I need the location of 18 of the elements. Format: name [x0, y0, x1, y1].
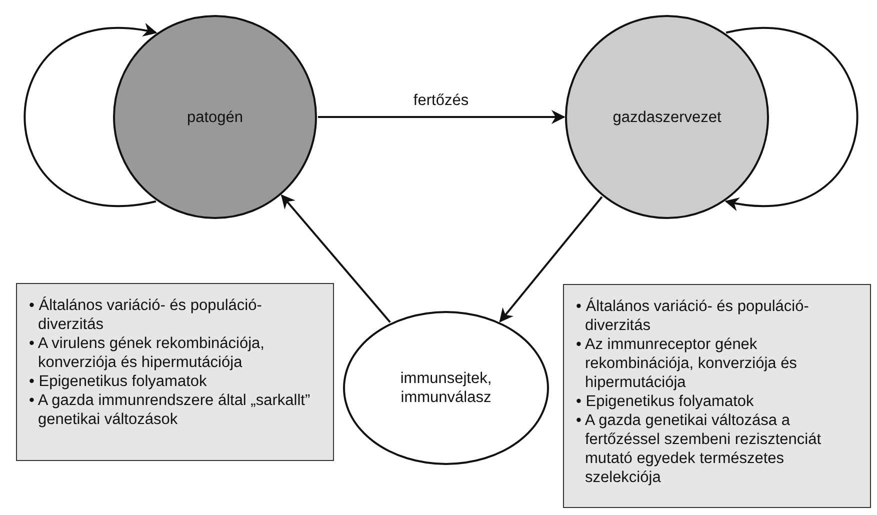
node-label: gazdaszervezet: [612, 108, 722, 126]
node-label: patogén: [186, 108, 244, 126]
node-label: immunsejtek, immunválasz: [399, 369, 493, 407]
arrow: [724, 27, 858, 210]
bullet-item: • Általános variáció- és populáció-diverzitás: [29, 296, 263, 334]
bullet-item: • A gazda immunrendszere által „sarkallt” genetikai változások: [29, 391, 312, 429]
list-panel: [16, 283, 334, 461]
arrow: [318, 110, 566, 124]
bullet-item: • Az immunreceptor gének rekombinációja, konverziója és hipermutációja: [576, 335, 798, 392]
arrow: [280, 194, 391, 323]
list-panel: [563, 284, 871, 508]
bullet-item: • A virulens gének rekombinációja, konverziója és hipermutációja: [29, 334, 266, 372]
bullet-item: • Epigenetikus folyamatok: [576, 392, 755, 411]
bullet-item: • Általános variáció- és populáció-diverzitás: [576, 297, 810, 335]
arrow: [499, 196, 603, 322]
bullet-item: • Epigenetikus folyamatok: [29, 372, 208, 391]
arrow: [24, 24, 158, 207]
bullet-item: • A gazda genetikai változása a fertőzéssel szembeni rezisztenciát mutató egyedek természetes szelekciója: [576, 411, 822, 487]
